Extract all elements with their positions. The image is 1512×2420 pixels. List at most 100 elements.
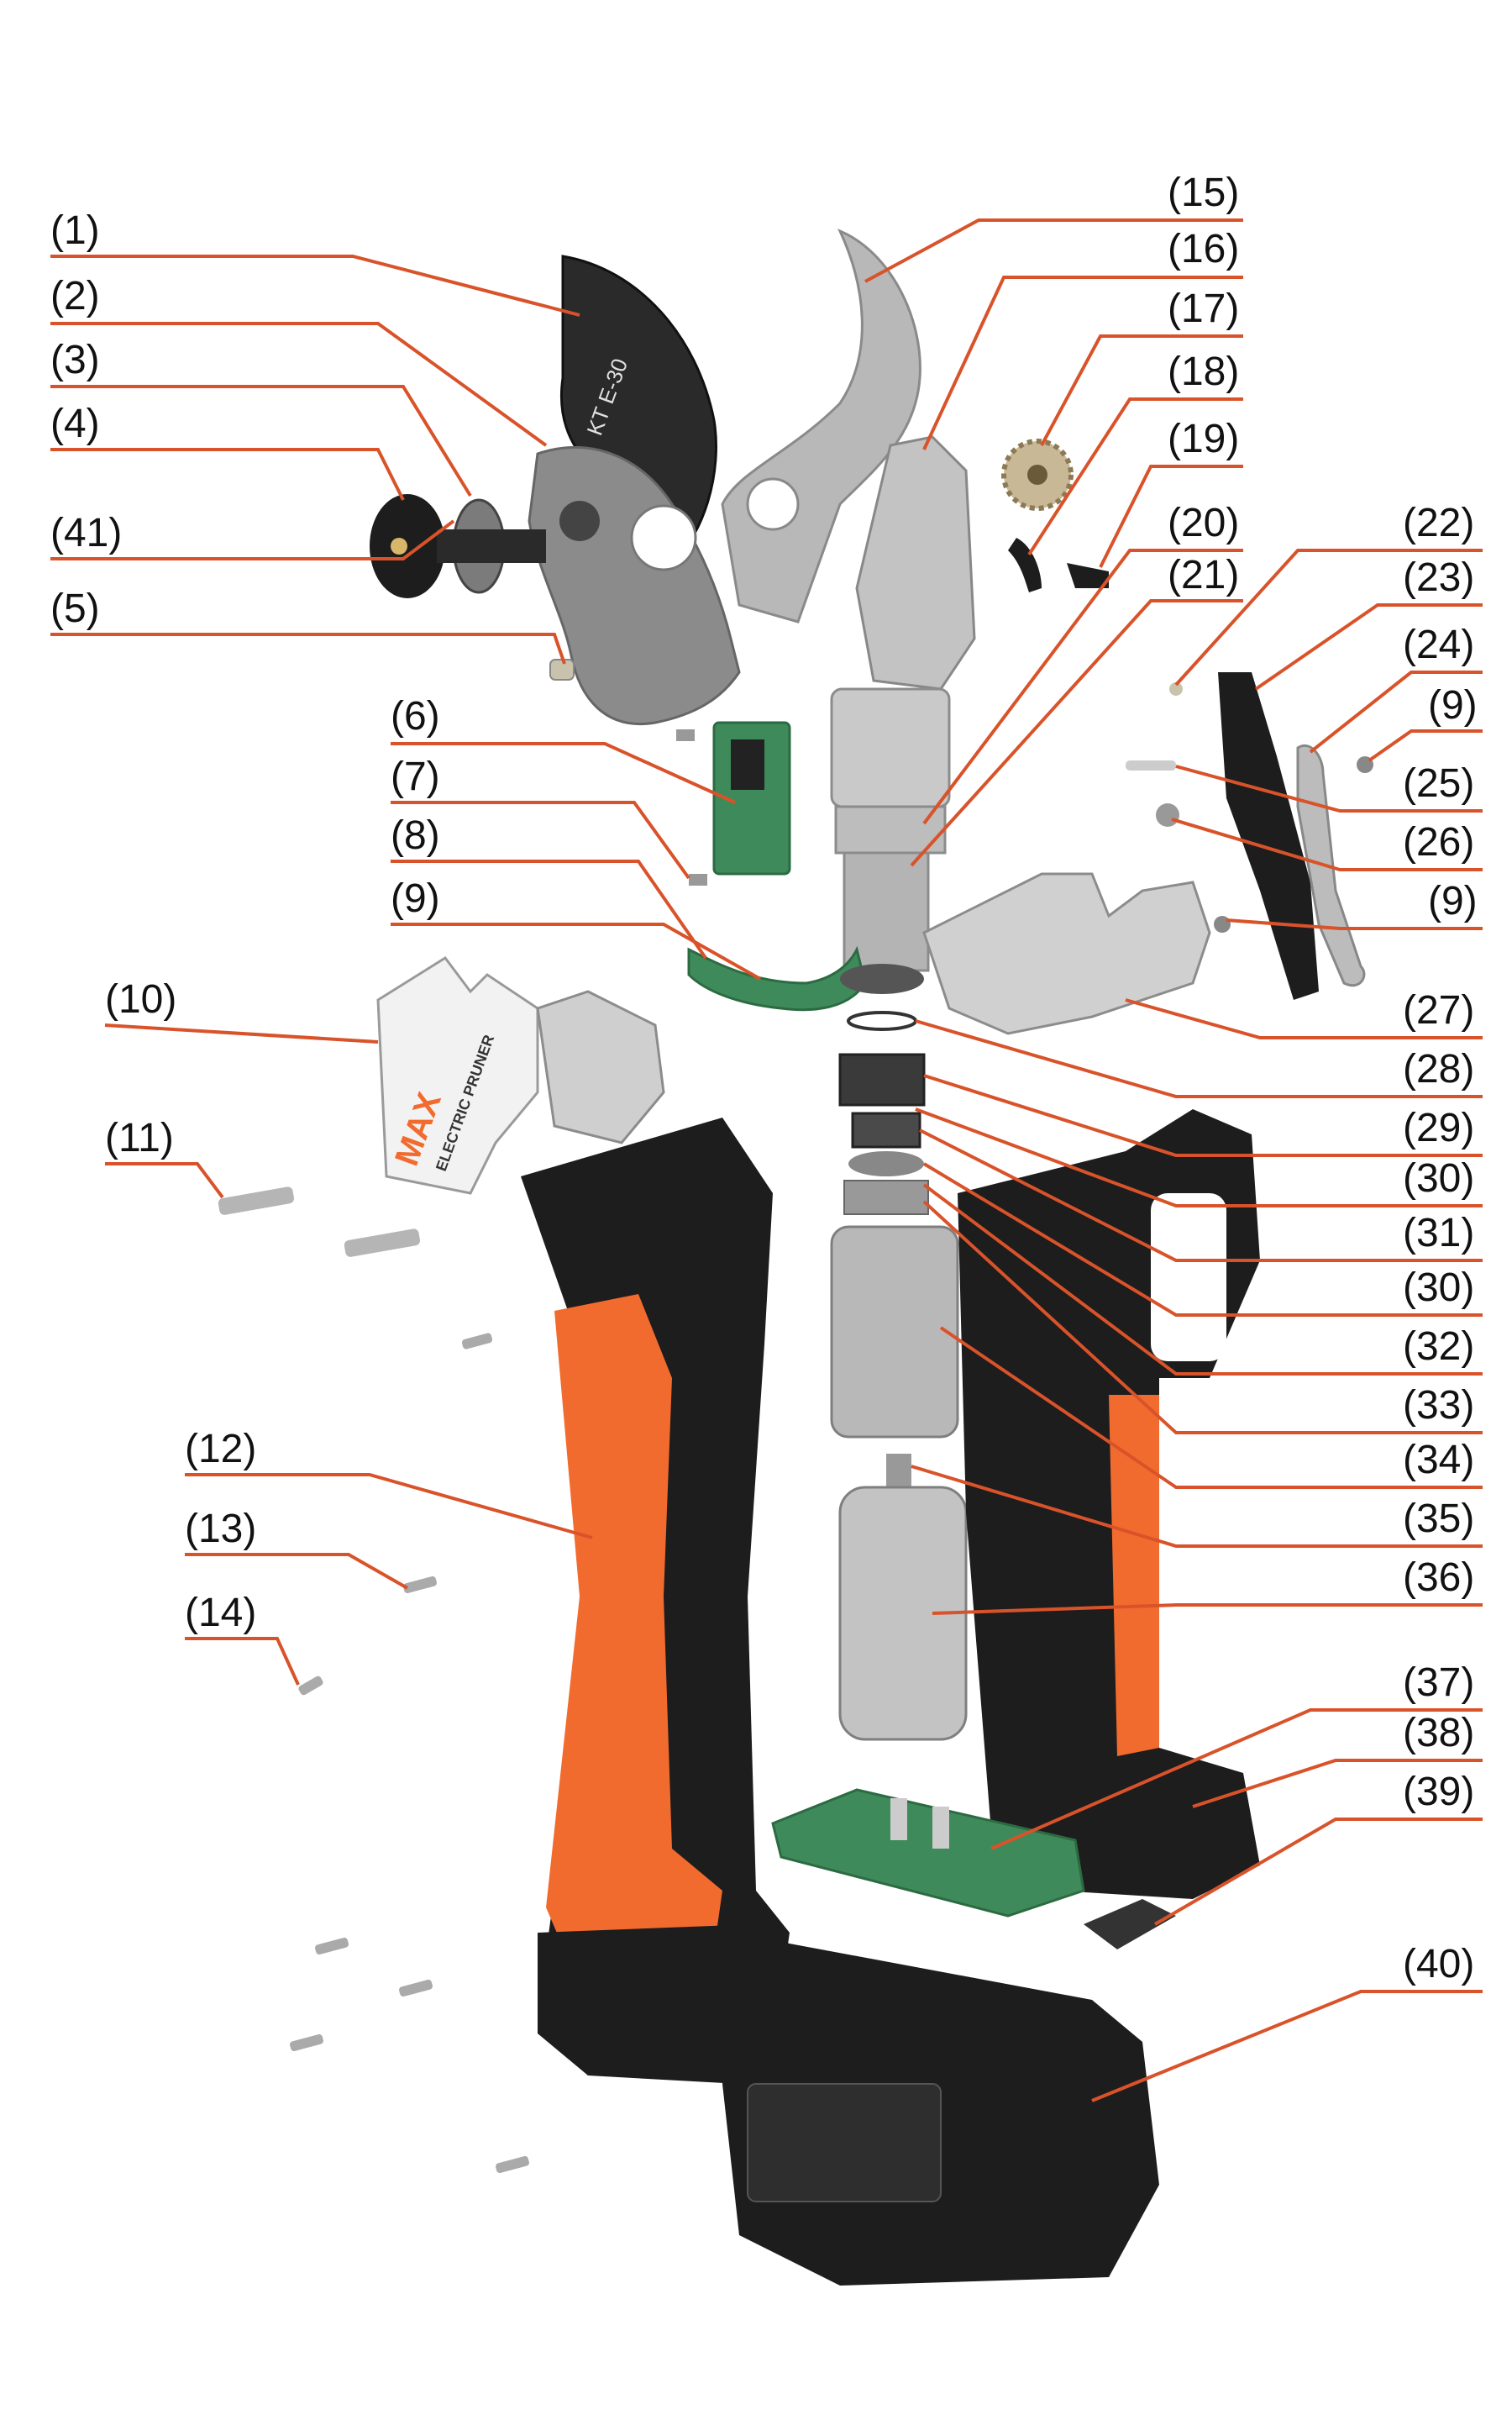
- label-25: (25): [1403, 761, 1474, 806]
- jaw-plate: [536, 990, 665, 1144]
- planet-gear-stage-1: [838, 1053, 926, 1107]
- arc-board: [687, 945, 867, 1012]
- label-9-left: (9): [391, 876, 440, 921]
- leader-30b: [922, 1162, 1483, 1317]
- leader-35: [911, 1465, 1483, 1548]
- right-handle-orange: [1109, 1395, 1159, 1756]
- label-24: (24): [1403, 623, 1474, 667]
- label-38: (38): [1403, 1711, 1474, 1755]
- leader-33: [922, 1200, 1483, 1434]
- leader-8: [391, 860, 707, 960]
- screw-7: [689, 874, 707, 886]
- leader-24: [1309, 671, 1483, 754]
- trigger-guard-window: [1151, 1193, 1226, 1361]
- leader-11: [105, 1162, 224, 1199]
- leader-31: [919, 1128, 1483, 1262]
- leader-3: [50, 385, 472, 497]
- label-9-right-a: (9): [1428, 683, 1478, 728]
- power-switch: [1084, 1899, 1176, 1949]
- label-20: (20): [1168, 501, 1239, 545]
- label-29: (29): [1403, 1106, 1474, 1150]
- label-36: (36): [1403, 1555, 1474, 1600]
- label-32: (32): [1403, 1324, 1474, 1369]
- label-37: (37): [1403, 1660, 1474, 1705]
- label-2: (2): [50, 274, 100, 318]
- label-11: (11): [105, 1116, 174, 1160]
- leader-41: [50, 519, 455, 560]
- screw-b1: [315, 1937, 349, 1955]
- lever-19: [1067, 563, 1109, 588]
- screw-handle: [461, 1333, 493, 1349]
- leader-12: [185, 1473, 593, 1539]
- leader-38: [1192, 1759, 1483, 1808]
- left-handle-orange: [546, 1294, 722, 1966]
- label-17: (17): [1168, 287, 1239, 331]
- leader-18: [1027, 397, 1243, 556]
- leader-lines: [50, 218, 1483, 2102]
- leader-25: [1175, 765, 1483, 813]
- washer-32: [848, 1151, 924, 1176]
- leader-9-left: [391, 923, 761, 981]
- battery-label: [747, 2083, 942, 2202]
- motor-shaft: [886, 1454, 911, 1487]
- pin-22: [1169, 682, 1183, 696]
- housing-bracket: [922, 872, 1211, 1035]
- label-19: (19): [1168, 417, 1239, 461]
- label-10: (10): [105, 977, 176, 1022]
- label-23: (23): [1403, 555, 1474, 600]
- label-31: (31): [1403, 1211, 1474, 1255]
- leader-34: [939, 1326, 1483, 1489]
- label-28: (28): [1403, 1047, 1474, 1092]
- screw-13: [403, 1576, 437, 1594]
- label-22: (22): [1403, 501, 1474, 545]
- parts-illustration: KT E-30: [218, 229, 1373, 2286]
- bearing-28: [840, 964, 924, 994]
- leader-37: [990, 1708, 1483, 1850]
- label-34: (34): [1403, 1438, 1474, 1482]
- label-5: (5): [50, 587, 100, 631]
- label-30a: (30): [1403, 1156, 1474, 1201]
- blade-arm: [855, 435, 976, 691]
- bolt-11a: [218, 1186, 295, 1215]
- label-13: (13): [185, 1507, 256, 1551]
- label-15: (15): [1168, 171, 1239, 215]
- cover-plate: [376, 955, 539, 1195]
- leader-2: [50, 322, 548, 447]
- part-labels: (1) (2) (3) (4) (41) (5) (6) (7) (8) (9)…: [50, 171, 1478, 1986]
- label-40: (40): [1403, 1942, 1474, 1986]
- label-3: (3): [50, 338, 100, 382]
- label-12: (12): [185, 1427, 256, 1471]
- leader-36: [932, 1603, 1483, 1615]
- screw-26: [1156, 803, 1179, 827]
- leader-10: [104, 1023, 379, 1044]
- label-39: (39): [1403, 1770, 1474, 1814]
- circlip: [847, 1011, 917, 1031]
- label-26: (26): [1403, 820, 1474, 865]
- label-1: (1): [50, 208, 100, 253]
- leader-30a: [915, 1107, 1483, 1207]
- leader-26: [1171, 818, 1483, 871]
- screw-b2: [399, 1979, 433, 1997]
- screw-9b: [1214, 916, 1231, 933]
- leader-22: [1174, 549, 1483, 687]
- label-30b: (30): [1403, 1265, 1474, 1310]
- label-35: (35): [1403, 1497, 1474, 1541]
- leader-9-right-a: [1368, 729, 1483, 762]
- leader-21: [910, 599, 1243, 867]
- leader-9-right-b: [1226, 918, 1483, 930]
- screw-top: [676, 729, 695, 741]
- leader-17: [1040, 334, 1243, 446]
- main-pcb: [771, 1788, 1085, 1918]
- label-4: (4): [50, 402, 100, 446]
- leader-15: [864, 218, 1243, 283]
- ball-screw-nut: [830, 687, 951, 808]
- leader-7: [391, 801, 690, 880]
- label-14: (14): [185, 1591, 256, 1635]
- leader-1: [50, 255, 580, 317]
- leader-16: [922, 276, 1243, 450]
- gearbox-housing: [830, 1225, 959, 1439]
- screw-b3: [290, 2033, 323, 2052]
- leader-28: [915, 1019, 1483, 1098]
- leader-39: [1153, 1818, 1483, 1926]
